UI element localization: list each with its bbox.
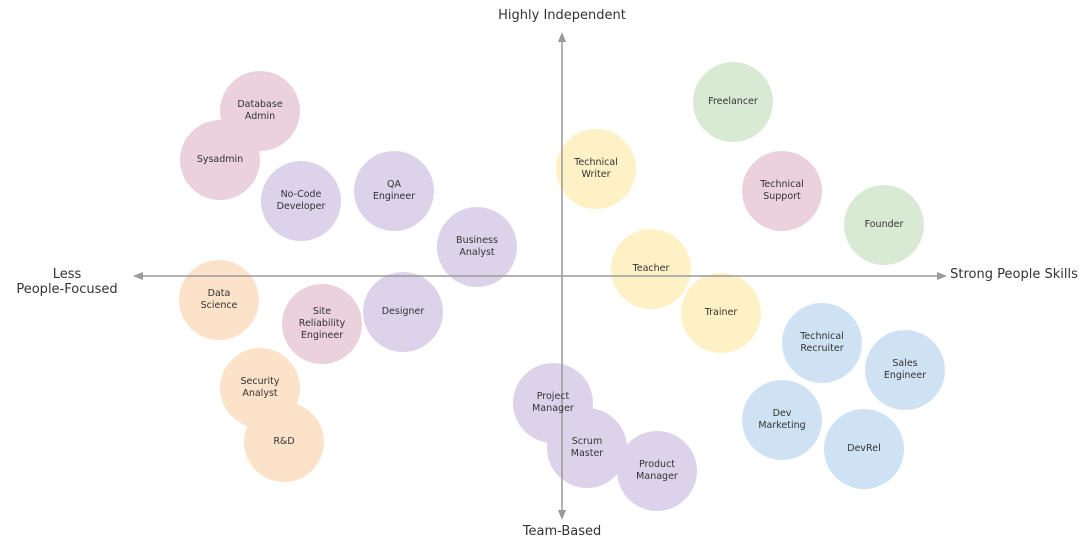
role-bubble-technical-recruiter [782,303,862,383]
role-label-teacher: Teacher [632,263,670,274]
role-label-site-reliability-engineer: Site Reliability Engineer [298,306,346,341]
role-label-business-analyst: Business Analyst [456,235,498,258]
role-bubble-trainer [681,273,761,353]
axis-label-right: Strong People Skills [950,267,1078,282]
role-label-sysadmin: Sysadmin [196,154,244,165]
role-bubble-designer [363,272,443,352]
up-arrow-icon [558,32,566,42]
role-label-technical-recruiter: Technical Recruiter [800,331,844,354]
role-label-designer: Designer [381,306,425,317]
role-label-no-code-developer: No-Code Developer [276,189,326,212]
role-label-sales-engineer: Sales Engineer [883,358,927,381]
role-bubble-dev-marketing [742,380,822,460]
role-label-r-d: R&D [273,436,295,447]
role-label-security-analyst: Security Analyst [240,376,280,399]
role-label-freelancer: Freelancer [708,96,758,107]
role-bubble-freelancer [693,62,773,142]
role-bubble-sysadmin [180,120,260,200]
role-bubble-qa-engineer [354,151,434,231]
role-label-scrum-master: Scrum Master [570,436,604,459]
role-label-qa-engineer: QA Engineer [372,179,416,202]
axes [133,32,947,520]
bubble-layer [179,62,945,511]
role-bubble-founder [844,185,924,265]
role-bubble-site-reliability-engineer [282,284,362,364]
role-label-database-admin: Database Admin [237,99,283,122]
role-label-devrel: DevRel [847,443,881,454]
role-bubble-technical-support [742,151,822,231]
role-label-dev-marketing: Dev Marketing [758,408,806,431]
role-bubble-technical-writer [556,129,636,209]
role-bubble-data-science [179,260,259,340]
role-bubble-r-d [244,402,324,482]
role-bubble-devrel [824,409,904,489]
axis-label-left: Less People-Focused [16,267,118,297]
down-arrow-icon [558,510,566,520]
role-bubble-no-code-developer [261,161,341,241]
role-bubble-product-manager [617,431,697,511]
role-bubble-sales-engineer [865,330,945,410]
role-label-data-science: Data Science [200,288,238,311]
axis-label-bottom: Team-Based [522,524,602,539]
axis-label-top: Highly Independent [498,8,626,23]
role-label-product-manager: Product Manager [636,459,678,482]
right-arrow-icon [937,272,947,280]
left-arrow-icon [133,272,143,280]
role-label-technical-writer: Technical Writer [574,157,618,180]
role-label-trainer: Trainer [704,307,738,318]
role-label-technical-support: Technical Support [760,179,804,202]
role-bubble-teacher [611,229,691,309]
role-bubble-scrum-master [547,408,627,488]
role-label-founder: Founder [864,219,904,230]
role-bubble-business-analyst [437,207,517,287]
role-label-project-manager: Project Manager [532,391,574,414]
